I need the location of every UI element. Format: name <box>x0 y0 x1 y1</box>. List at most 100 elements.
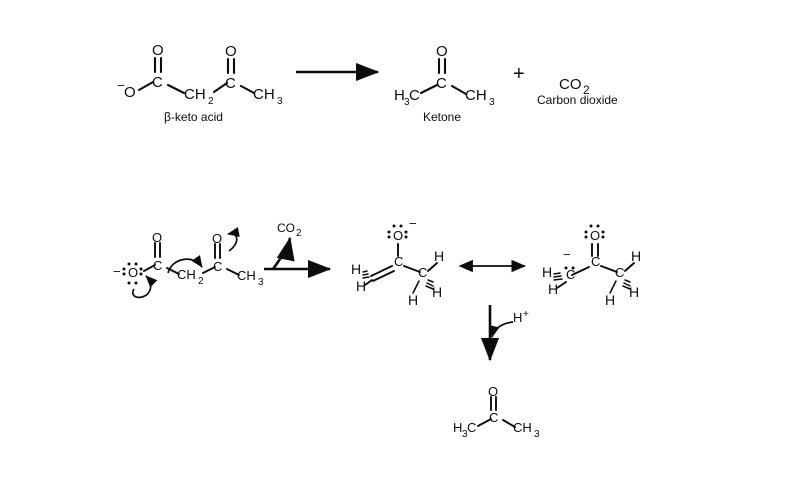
keto-carbon-label: C <box>225 75 236 92</box>
hash-carbanion-left-3 <box>553 278 563 281</box>
mech-bond-ch2-to-keto <box>202 266 216 274</box>
carbanion-lone-pair-dot-left <box>564 266 568 270</box>
bond-enolate-h-right-upper <box>427 262 438 272</box>
hash-carbanion-right-1 <box>624 279 631 283</box>
enolate-o-dot-left-lower <box>387 235 391 239</box>
mechanism-carboxylate-structure: − O C O CH 2 C O CH 3 <box>113 227 264 299</box>
enolate-sp3-carbon: C <box>418 265 427 280</box>
hash-right-3 <box>425 285 434 290</box>
ketone-oxygen: O <box>436 43 448 60</box>
bond-carbanion-h-left-lower <box>556 281 567 289</box>
enolate-o-dot-top-right <box>399 224 403 228</box>
bond-carbanion-h-right-upper <box>624 262 635 272</box>
ketone-ch3-sub: 3 <box>489 97 495 108</box>
carbanion-h-right-bottom: H <box>605 292 615 308</box>
hash-carbanion-left-2 <box>553 275 562 278</box>
carbanion-h-right-upper: H <box>631 248 641 264</box>
enolate-h-right-bottom: H <box>408 292 418 308</box>
enolate-o-dot-left-upper <box>387 230 391 234</box>
carboxyl-oxygen-label: O <box>152 42 164 59</box>
carboxylate-negative-charge: − <box>117 78 125 93</box>
enolate-h-right-lower: H <box>432 284 442 300</box>
hash-carbanion-right-3 <box>622 285 631 290</box>
acetone-ch3-sub: 3 <box>534 429 540 440</box>
final-acetone-structure: H 3 C C O CH 3 <box>453 384 540 440</box>
o-lone-pair-dot-right-lower <box>139 272 143 276</box>
ch3-subscript: 3 <box>277 96 283 107</box>
carbanion-anion-carbon: C <box>566 267 575 282</box>
hash-left-upper-3 <box>362 276 370 279</box>
ch2-label: CH <box>184 86 206 103</box>
ketone-h3c-h: H <box>394 87 405 104</box>
carbanion-lone-pair-dot-right <box>571 266 575 270</box>
carbanion-o-dot-right-lower <box>601 235 605 239</box>
bond-carboxyl-to-ch2 <box>166 83 186 95</box>
mech-ch3: CH <box>237 268 256 283</box>
proton-label: H <box>513 310 522 325</box>
acetone-oxygen: O <box>488 384 498 399</box>
oxygen-anion-label: O <box>124 84 136 101</box>
bond-enolate-cc-dbl-b <box>372 270 395 282</box>
bond-ketone-right <box>450 84 468 96</box>
bond-carbanion-c-to-ch3 <box>600 265 618 273</box>
bond-ch2-to-keto-c <box>212 81 229 94</box>
mech-ch2-sub: 2 <box>198 276 204 287</box>
carbanion-negative-charge: − <box>563 247 571 262</box>
bond-enolate-c-to-c <box>403 265 421 273</box>
hash-left-upper-1 <box>362 270 368 273</box>
hash-carbanion-bottom-3 <box>609 288 613 294</box>
hash-carbanion-right-2 <box>623 282 631 287</box>
enolate-h-right-upper: H <box>434 248 444 264</box>
carbanion-sp3-carbon: C <box>615 265 624 280</box>
acetone-h3c-sub: 3 <box>462 429 468 440</box>
enolate-o-dot-right-lower <box>404 235 408 239</box>
mech-keto-oxygen: O <box>212 231 222 246</box>
bond-carbanion-to-c <box>571 266 590 276</box>
ketone-center-c: C <box>436 75 447 92</box>
bond-acetone-left <box>477 418 492 427</box>
mech-carboxyl-carbon: C <box>153 258 162 273</box>
plus-sign: + <box>513 63 525 85</box>
bond-enolate-cc-dbl-a <box>370 265 393 277</box>
mech-oxygen-anion: O <box>128 265 138 280</box>
hash-carbanion-left-1 <box>553 272 561 275</box>
enolate-o-dot-right-upper <box>404 230 408 234</box>
carbanion-carbonyl-carbon: C <box>591 254 600 269</box>
overall-reaction-row: − O C O CH 2 C O CH <box>117 42 618 124</box>
ketone-caption: Ketone <box>423 110 461 124</box>
carbanion-o-dot-top-right <box>596 224 600 228</box>
mech-ch2: CH <box>177 267 196 282</box>
acetone-center-c: C <box>489 410 498 425</box>
carbanion-o-dot-left-upper <box>584 230 588 234</box>
enolate-h-left-upper: H <box>351 261 361 277</box>
ch2-subscript: 2 <box>208 96 214 107</box>
enolate-o-dot-top-left <box>392 224 396 228</box>
co2-loss-arrow-group: CO 2 <box>264 221 332 279</box>
co2-leaving-label: CO <box>277 221 295 235</box>
mech-keto-carbon: C <box>213 259 222 274</box>
mech-bond-keto-to-ch3 <box>226 268 240 276</box>
carbanion-o-dot-left-lower <box>584 235 588 239</box>
o-lone-pair-dot-top-right <box>134 262 138 266</box>
enolate-intermediate-structure: O − C H H C H <box>351 216 444 308</box>
mech-bond-o-to-c <box>143 264 156 272</box>
beta-keto-acid-caption: β-keto acid <box>164 110 223 124</box>
ketone-h3c-sub: 3 <box>404 97 410 108</box>
bond-acetone-right <box>502 419 516 428</box>
hash-bottom-3 <box>412 288 416 294</box>
curly-arrow-c-c-bond-breaking <box>167 255 203 274</box>
carbanion-h-left-lower: H <box>548 281 558 297</box>
protonation-step-group: H + <box>480 305 529 362</box>
carbanion-o-dot-right-upper <box>601 230 605 234</box>
enolate-oxygen: O <box>393 228 403 243</box>
co2-leaving-arrow <box>271 236 295 270</box>
carbanion-h-left-upper: H <box>542 264 552 280</box>
co2-leaving-subscript: 2 <box>296 228 302 239</box>
mechanism-row: − O C O CH 2 C O CH 3 <box>113 216 641 308</box>
enolate-negative-charge: − <box>409 216 417 231</box>
carbanion-o-dot-top-left <box>589 224 593 228</box>
hash-right-2 <box>426 282 434 287</box>
hash-left-upper-2 <box>362 273 369 276</box>
